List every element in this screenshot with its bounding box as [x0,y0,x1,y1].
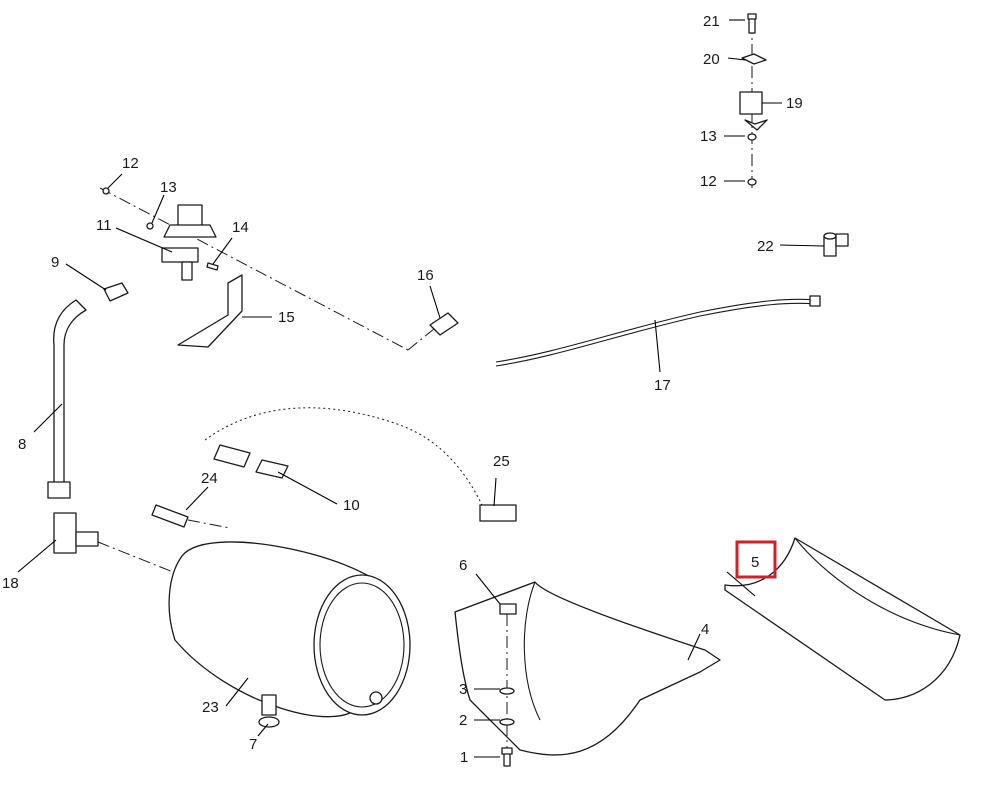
elbow-fitting-22 [823,232,849,257]
callout-3: 3 [459,681,467,698]
callout-14: 14 [232,219,249,236]
callout-6: 6 [459,557,467,574]
callout-11: 11 [96,217,112,234]
callout-25: 25 [493,453,510,470]
callout-2: 2 [459,712,467,729]
callout-5: 5 [751,554,759,571]
callout-22: 22 [757,238,774,255]
callout-24: 24 [201,470,218,487]
highlight-box [735,540,777,579]
callout-16: 16 [417,267,434,284]
callout-1: 1 [460,749,468,766]
tank-cover [724,537,961,701]
callout-9: 9 [51,254,59,271]
callout-12: 12 [122,155,139,172]
callout-4: 4 [701,621,709,638]
tank-cradle [454,581,721,767]
air-line-fittings [151,407,517,529]
callout-18: 18 [2,575,19,592]
callout-13: 13 [160,179,177,196]
hose-assembly [429,295,821,367]
callout-15: 15 [278,309,295,326]
callout-12-top: 12 [700,173,717,190]
callout-21: 21 [703,13,720,30]
leader-lines [17,19,825,758]
bracket-fastener-stack [739,13,768,192]
callout-23: 23 [202,699,219,716]
callout-10: 10 [343,497,360,514]
tube-assembly [47,299,179,575]
callout-19: 19 [786,95,803,112]
callout-17: 17 [654,377,671,394]
air-tank [168,541,411,728]
callout-20: 20 [703,51,720,68]
callout-13-top: 13 [700,128,717,145]
callout-7: 7 [249,736,257,753]
callout-labels: 21 20 19 13 12 22 12 13 11 14 9 15 16 17… [2,13,803,766]
callout-8: 8 [18,436,26,453]
valve-assembly [99,187,451,351]
